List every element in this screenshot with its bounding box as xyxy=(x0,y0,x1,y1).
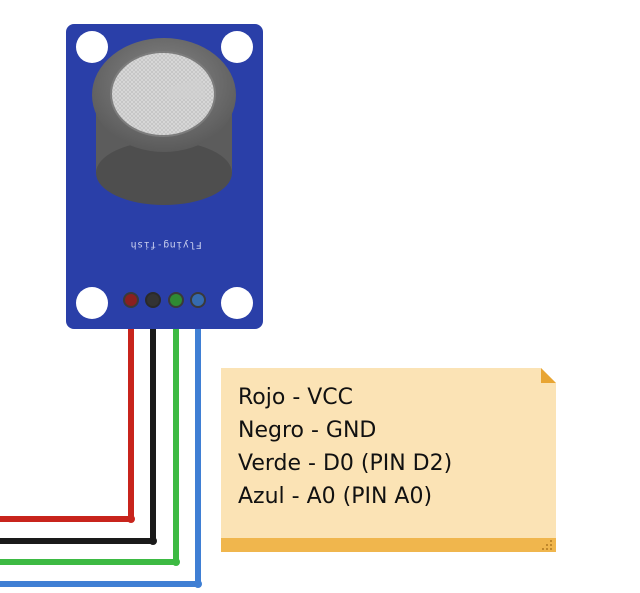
legend-line-vcc: Rojo - VCC xyxy=(238,385,354,410)
pin-a0 xyxy=(190,292,206,308)
legend-line-gnd: Negro - GND xyxy=(238,418,377,443)
gas-sensor-module: Flying-fish xyxy=(66,24,263,329)
wire-group xyxy=(0,300,202,588)
legend-text: Rojo - VCC Negro - GND Verde - D0 (PIN D… xyxy=(238,381,452,513)
wire-black-joint xyxy=(149,537,157,545)
mount-hole-bottom-left xyxy=(76,287,108,319)
mount-hole-bottom-right xyxy=(221,287,253,319)
wire-red xyxy=(0,300,134,522)
legend-note xyxy=(221,368,556,552)
wire-red-joint xyxy=(127,515,135,523)
note-body xyxy=(221,368,556,552)
sensor-cap xyxy=(92,38,236,205)
pin-d0 xyxy=(168,292,184,308)
pin-vcc xyxy=(123,292,139,308)
legend-line-d0: Verde - D0 (PIN D2) xyxy=(238,451,453,476)
header-pins xyxy=(123,292,206,308)
mount-hole-top-left xyxy=(76,31,108,63)
mount-hole-top-right xyxy=(221,31,253,63)
note-resize-grip[interactable] xyxy=(542,540,552,550)
legend-line-a0: Azul - A0 (PIN A0) xyxy=(238,484,433,509)
note-fold xyxy=(541,368,556,383)
note-bottom-bar xyxy=(221,538,556,552)
sensor-mesh xyxy=(110,51,216,137)
board-label: Flying-fish xyxy=(130,239,202,250)
wire-blue-joint xyxy=(194,580,202,588)
wire-green-joint xyxy=(172,558,180,566)
wire-green xyxy=(0,300,179,565)
pin-gnd xyxy=(145,292,161,308)
